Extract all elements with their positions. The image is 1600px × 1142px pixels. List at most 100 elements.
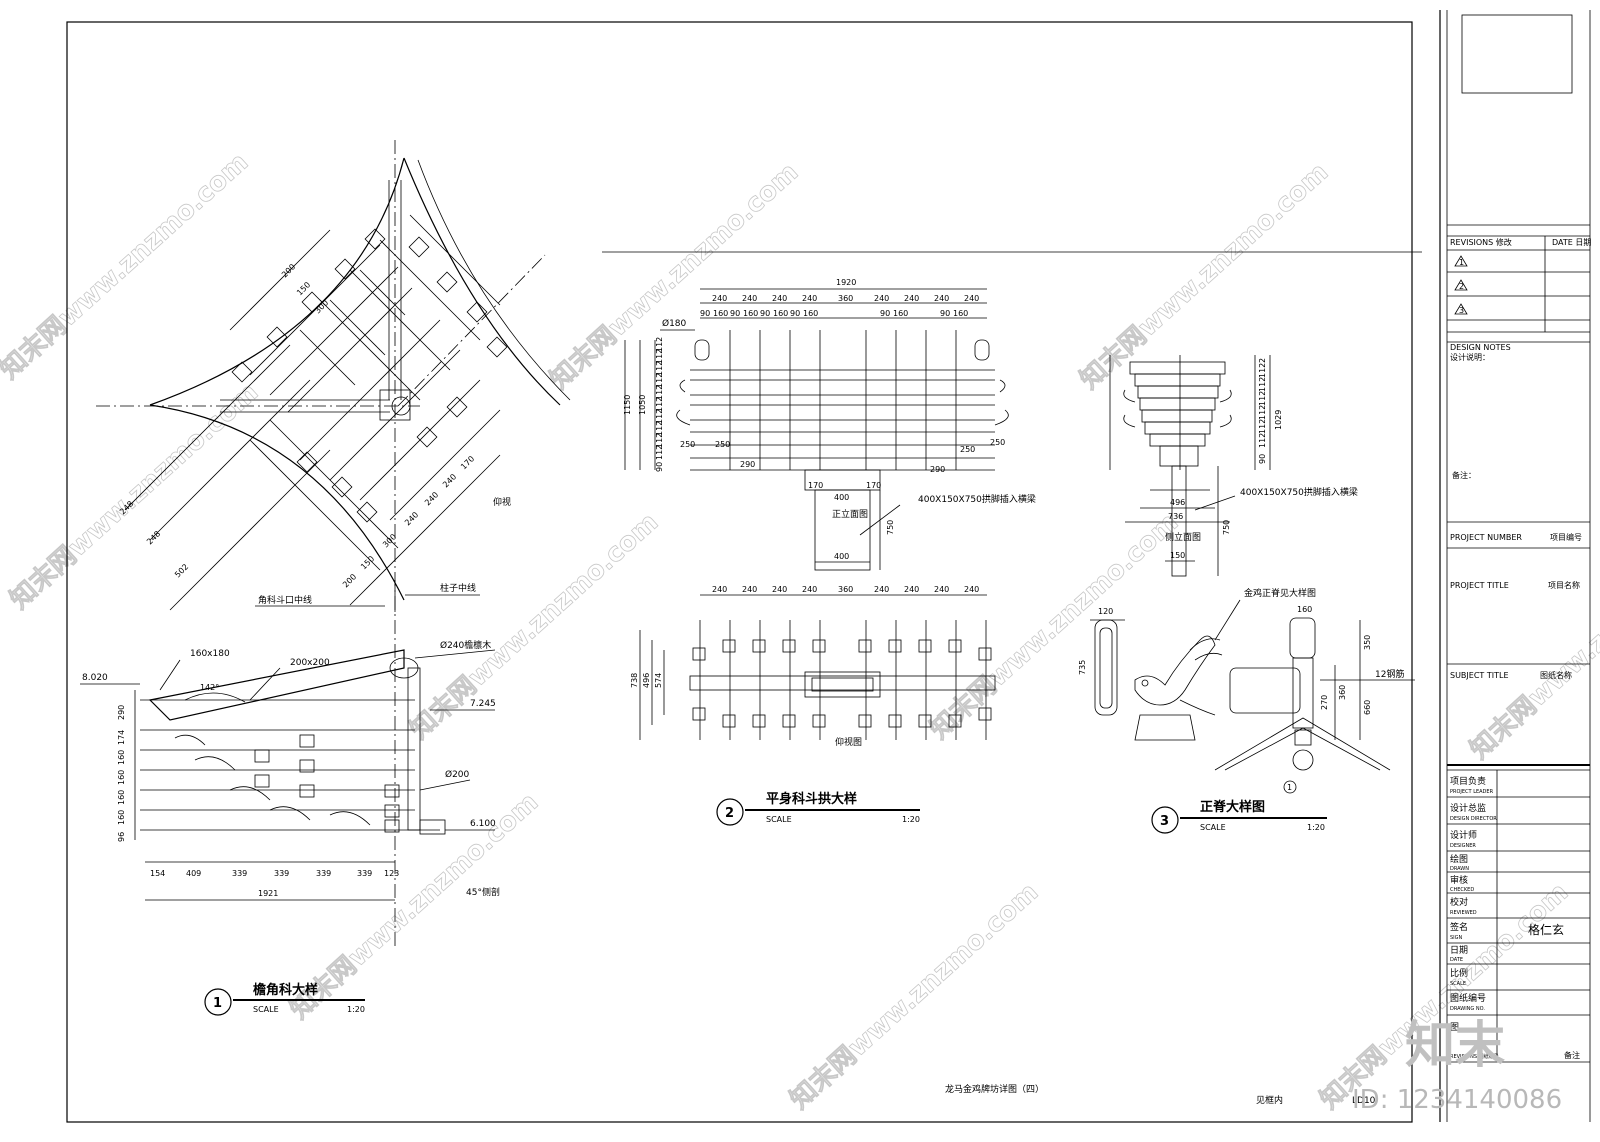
scale-label: SCALE [766,815,792,824]
drawing-border [66,21,1413,1123]
dim: 240 [874,294,889,303]
vert-dim: 160 [117,810,126,825]
dim: 90 [760,309,770,318]
height-dim: 1050 [638,395,647,415]
vert-dim: 160 [117,770,126,785]
section-blocks [140,667,446,835]
dim: 112 [655,337,664,352]
row-cn: 项目负责 [1450,775,1486,787]
dim: 240 [712,585,727,594]
column-dia-label: Ø200 [445,769,470,780]
dia-label: Ø180 [662,318,687,329]
sheet-title: 龙马金鸡牌坊详图（四） [945,1083,1044,1095]
angle-arc [184,692,246,703]
subject-title-label: SUBJECT TITLE [1450,671,1509,680]
notes-sub: 设计说明： [1450,352,1490,362]
vert-dim: 160 [117,790,126,805]
bracket-side [1123,355,1232,577]
corner-line-label: 角科斗口中线 [258,594,312,606]
plan-dim: 170 [459,454,476,471]
beam-note: 400X150X750拱脚插入横梁 [918,493,1036,505]
top-view-label: 仰视 [493,496,511,508]
dim: 240 [772,294,787,303]
vert-dim: 290 [117,705,126,720]
ridge-dim: 660 [1363,700,1372,715]
project-title-label: PROJECT TITLE [1450,581,1509,590]
row-cn: 设计师 [1450,829,1477,841]
logo-box [1461,14,1573,94]
vert-dim: 96 [117,832,126,842]
leader [159,659,181,691]
watermark: 知末网www.znzmo.com [405,507,665,745]
left-dims: 112 112 112 112 112 112 112 112 112 112 … [655,337,664,472]
vert-dim: 160 [117,750,126,765]
dim: 240 [964,294,979,303]
plan-dim: 300 [313,298,330,315]
row-en: DATE [1450,957,1463,963]
ridge-note: 金鸡正脊见大样图 [1244,587,1316,599]
watermark: 知末网www.znzmo.com [785,877,1045,1115]
detail-title: 正脊大样图 [1200,799,1265,815]
dim: 90 [880,309,890,318]
dim: 240 [772,585,787,594]
row-en: PROJECT LEADER [1450,789,1494,795]
horiz-dim: 154 [150,869,165,878]
dim: 240 [904,294,919,303]
watermark: 知末网www.znzmo.com [5,377,265,615]
dim: 240 [802,294,817,303]
watermark: 知末网www.znzmo.com [1465,527,1600,765]
leader [249,667,281,701]
dim: 112 [655,361,664,376]
dim: 90 [655,462,664,472]
height-dim: 1150 [623,395,632,415]
base-dim: 170 [808,481,823,490]
inner-dim: 250 [990,438,1005,447]
rebar-label: 12钢筋 [1375,668,1404,680]
revision-number: 1 [1459,258,1464,267]
project-number-label: PROJECT NUMBER [1450,533,1522,542]
revision-number: 2 [1459,282,1464,291]
detail-2-side: 1029 2 112 112 112 112 112 112 90 496 73… [1109,355,1358,577]
dim: 240 [934,585,949,594]
dim: 160 [803,309,818,318]
rafter [148,649,405,721]
dim: 112 [655,349,664,364]
revision-triangle [1454,279,1468,291]
right-dims: 2 112 112 112 112 112 112 90 [1258,358,1267,464]
title-block: REVISIONS 修改 DATE 日期 1 2 3 DESIGN NOTES … [1447,14,1591,1063]
plan-vdim: 496 [642,673,651,688]
dim: 160 [953,309,968,318]
row-en: DESIGN DIRECTOR [1450,816,1497,822]
horiz-dim: 339 [274,869,289,878]
base-dim: 150 [1170,551,1185,560]
dim: 90 [940,309,950,318]
detail-1: 200 150 300 502 248 248 170 240 240 240 … [80,140,571,1016]
scale-value: 1:20 [347,1005,365,1014]
dim: 240 [742,294,757,303]
horiz-dim: 339 [232,869,247,878]
purlin-label: Ø240檐檩木 [440,639,491,651]
date-header: DATE 日期 [1552,238,1591,247]
size-label-b: 200x200 [290,658,330,668]
watermark: 知末网www.znzmo.com [1075,157,1335,395]
leader [419,779,471,791]
eave-curve [417,159,571,401]
plan-dimension-lines [124,229,501,611]
detail-title: 平身科斗拱大样 [766,791,857,807]
detail-number-circle [716,798,744,826]
scale-value: 1:20 [902,815,920,824]
footer-right: 备注 [1564,1050,1580,1060]
inner-dim: 290 [740,460,755,469]
plan-dim: 240 [441,472,458,489]
dim: 160 [713,309,728,318]
detail-title: 檐角科大样 [253,982,318,998]
revision-header: REVISIONS 修改 [1450,237,1512,247]
plan-dim: 240 [403,510,420,527]
notes-body: 备注： [1452,470,1476,480]
dim: 112 [655,421,664,436]
side-view-label: 侧立面图 [1165,531,1201,543]
title-rows: 项目负责 PROJECT LEADER 设计总监 DESIGN DIRECTOR… [1447,775,1590,1063]
sheet-note: 见框内 [1256,1094,1283,1106]
sheet-number: LD10 [1352,1096,1376,1106]
row-cn: 设计总监 [1450,802,1486,814]
